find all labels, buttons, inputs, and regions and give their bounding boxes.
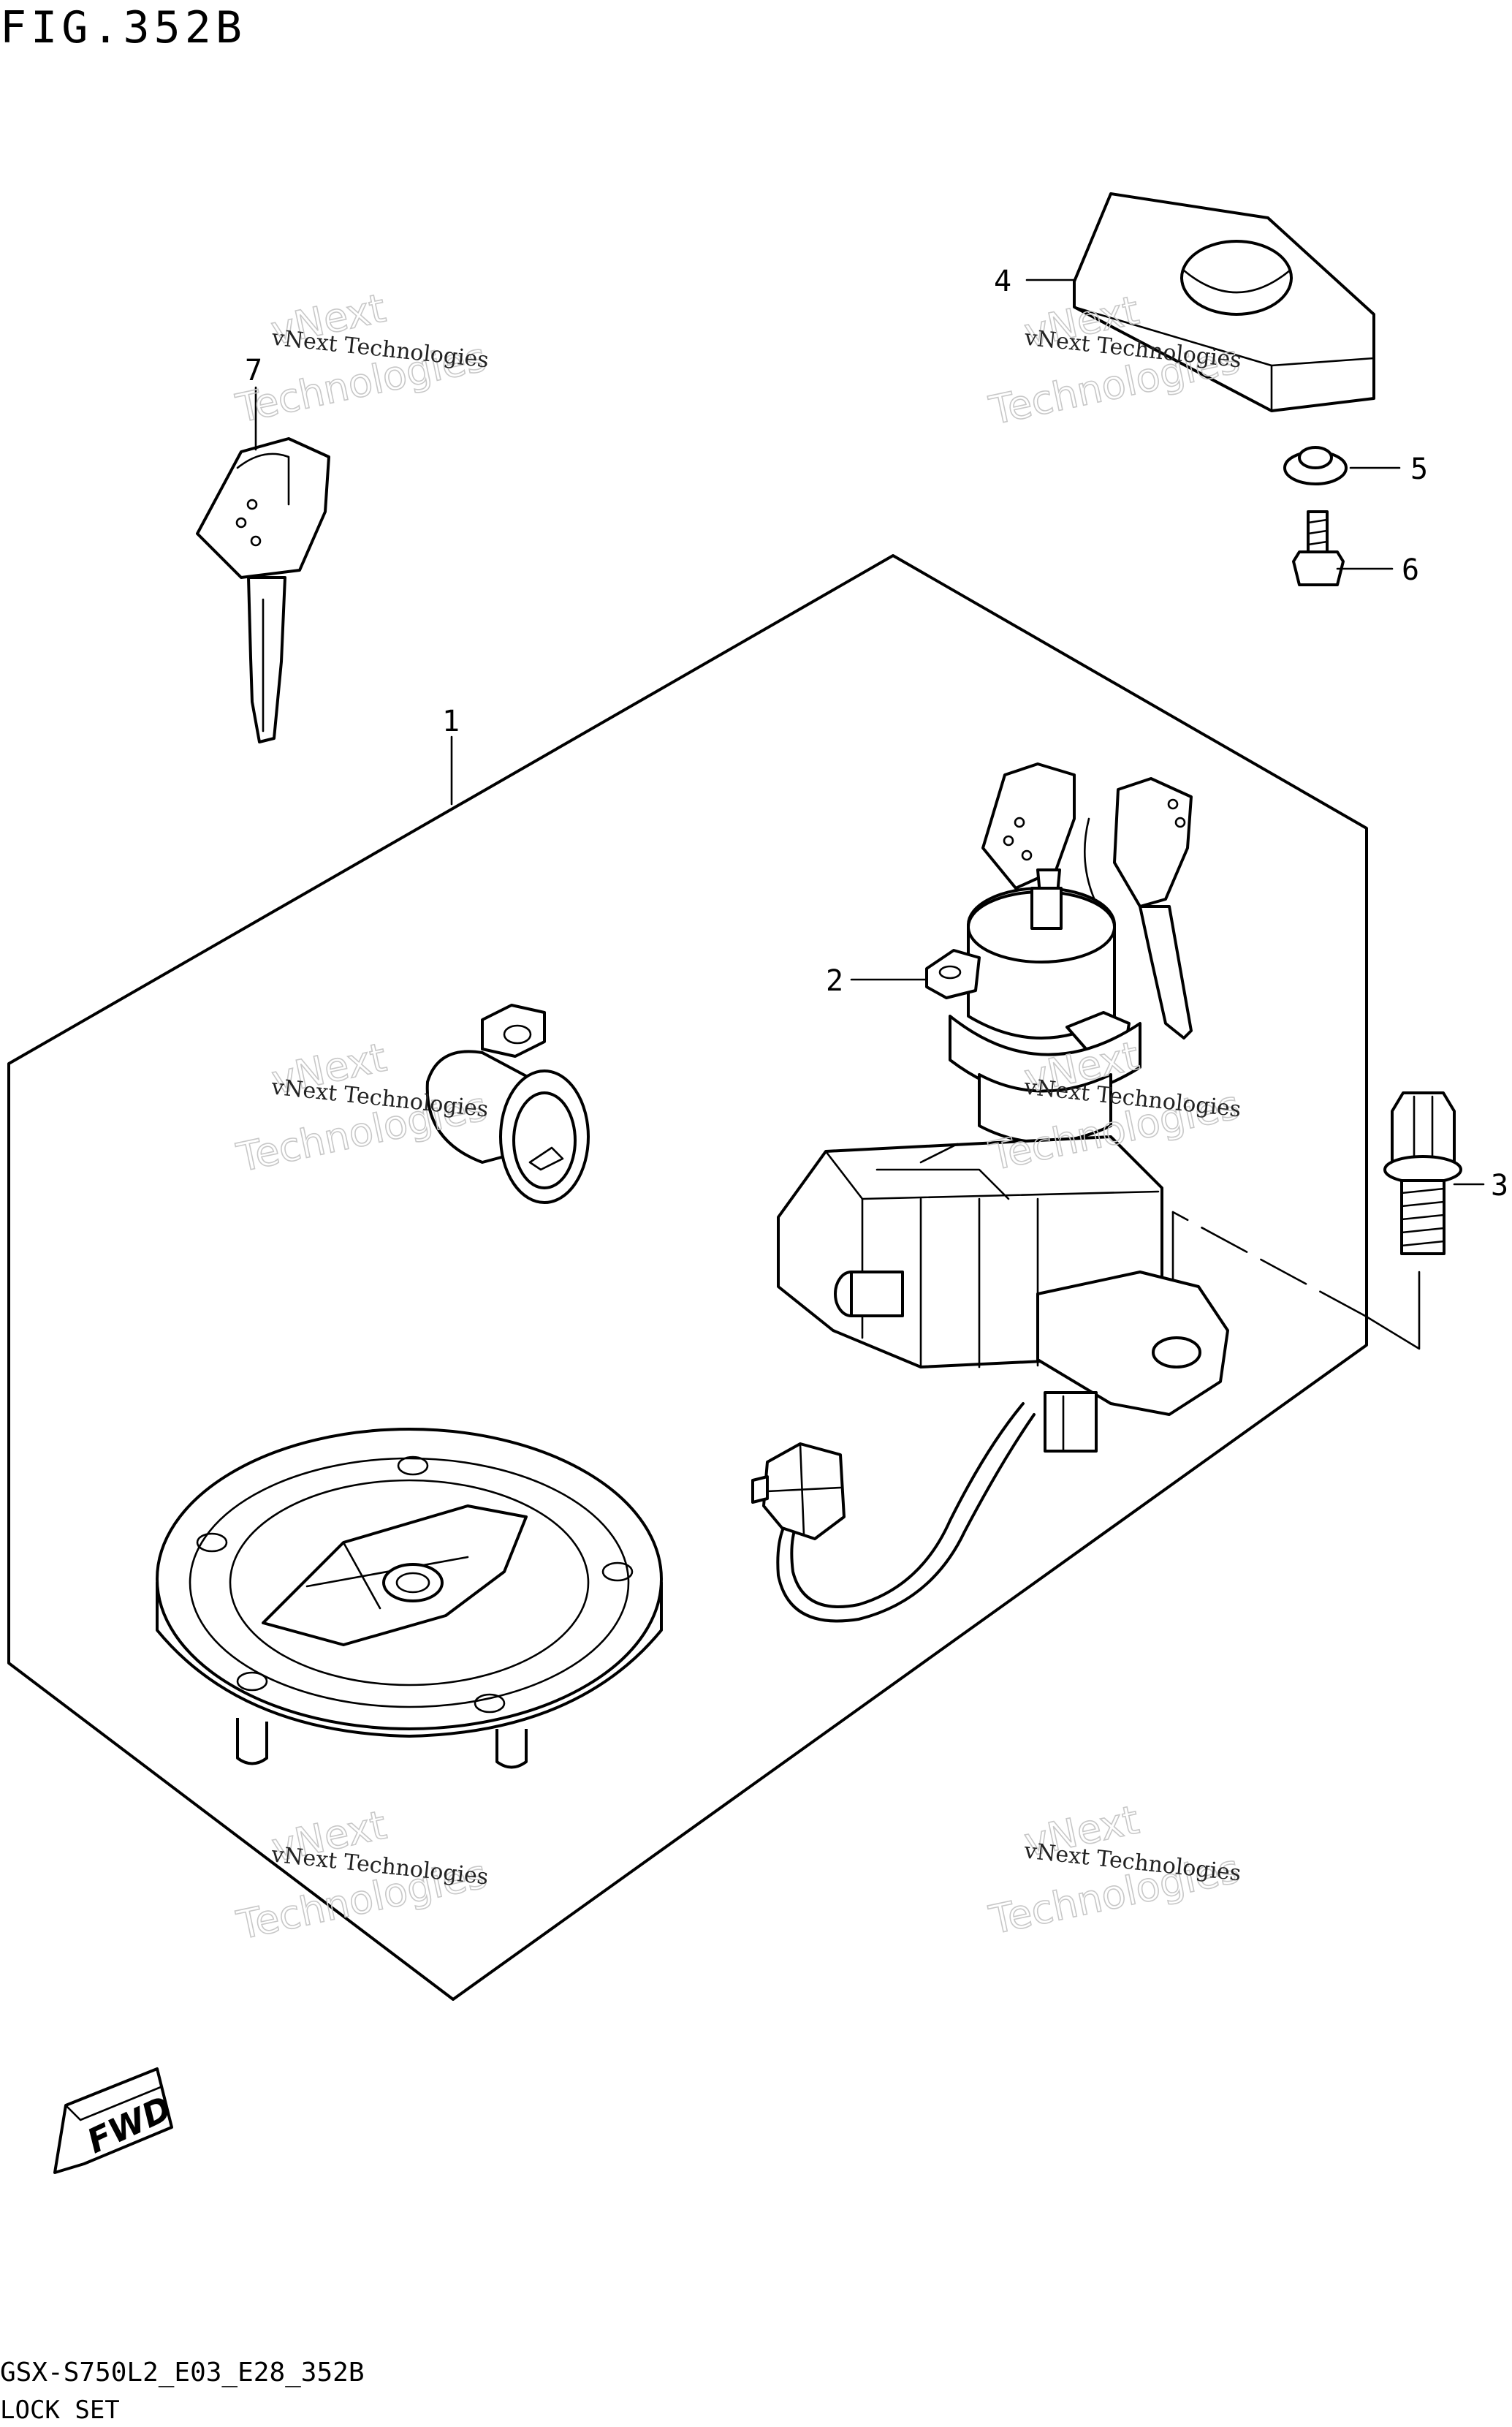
watermark-top-left: vNext Technologies vNext Technologies (232, 284, 491, 433)
watermark-bottom-right: vNext Technologies vNext Technologies (984, 1796, 1244, 1945)
washer-part-5[interactable] (1283, 446, 1348, 485)
figure-name: LOCK SET (0, 2396, 120, 2425)
callout-2[interactable]: 2 (826, 964, 843, 998)
cover-part-4[interactable] (1073, 192, 1375, 412)
callout-1[interactable]: 1 (442, 705, 460, 738)
callout-5[interactable]: 5 (1410, 453, 1428, 486)
callout-6[interactable]: 6 (1402, 553, 1419, 587)
bolt-part-6[interactable] (1292, 510, 1345, 586)
set-boundary-outline (7, 554, 1368, 2001)
figure-title: FIG.352B (0, 2, 246, 53)
bolt-dashed-axis (1171, 1211, 1367, 1317)
seat-lock[interactable] (425, 1004, 590, 1204)
watermark-bottom-left: vNext Technologies vNext Technologies (232, 1801, 492, 1950)
forward-direction-marker: FWD (53, 2067, 178, 2174)
callout-3[interactable]: 3 (1491, 1169, 1508, 1203)
ignition-switch-part-2[interactable] (751, 762, 1229, 1623)
bolt-part-3[interactable] (1383, 1091, 1462, 1255)
key-part-7[interactable] (196, 437, 330, 743)
fuel-cap[interactable] (156, 1428, 663, 1769)
callout-4[interactable]: 4 (994, 265, 1011, 298)
figure-code: GSX-S750L2_E03_E28_352B (0, 2358, 365, 2388)
callout-7[interactable]: 7 (245, 354, 262, 387)
bolt-leader-line (1364, 1271, 1421, 1350)
